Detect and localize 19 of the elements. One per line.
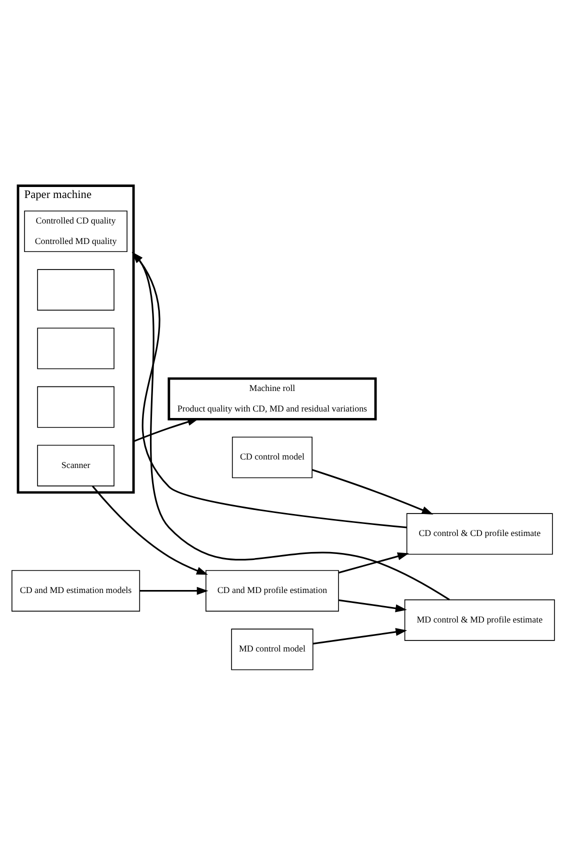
arrow bbox=[338, 552, 410, 573]
node-box: CD control & CD profile estimate bbox=[406, 512, 553, 554]
node-box bbox=[37, 386, 114, 428]
arrow bbox=[338, 598, 407, 612]
node-box bbox=[37, 268, 114, 310]
arrow bbox=[312, 468, 434, 514]
node-box: Machine roll Product quality with CD, MD and residual variations bbox=[168, 376, 377, 420]
node-box: Controlled CD quality Controlled MD quality bbox=[24, 210, 128, 252]
node-box: CD and MD estimation models bbox=[12, 570, 140, 612]
node-box bbox=[37, 327, 114, 369]
arrow bbox=[312, 628, 408, 644]
node-box: CD and MD profile estimation bbox=[206, 570, 339, 612]
node-box: MD control & MD profile estimate bbox=[404, 598, 555, 640]
arrow bbox=[140, 586, 208, 594]
node-box: Scanner bbox=[37, 444, 114, 486]
node-box: CD control model bbox=[232, 436, 312, 478]
arrow bbox=[92, 485, 208, 574]
arrow bbox=[133, 418, 200, 442]
node-box: MD control model bbox=[231, 628, 314, 670]
